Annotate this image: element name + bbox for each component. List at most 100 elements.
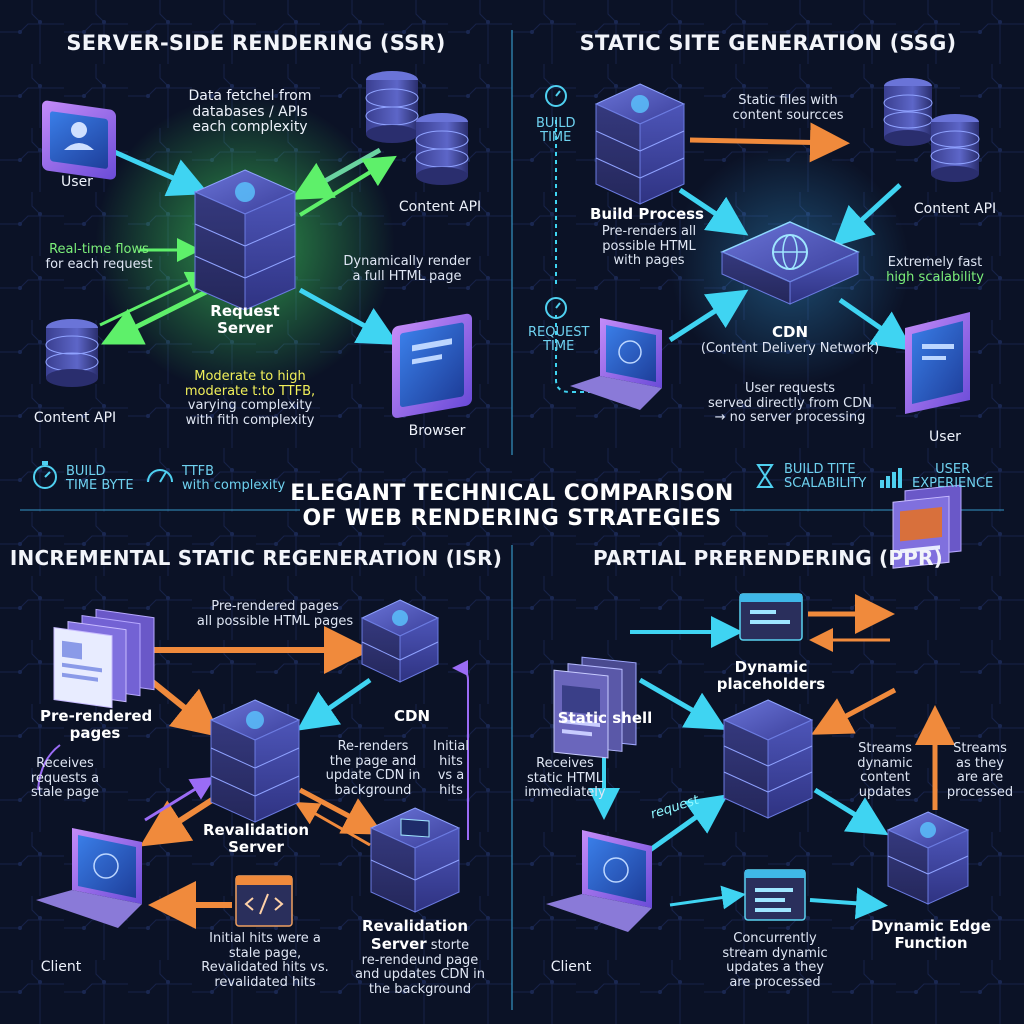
- ppr-placeholder-window: [739, 593, 803, 641]
- ppr-static-shell-label: Static shell: [557, 709, 653, 727]
- ppr-arrow-stream-edge: [809, 887, 888, 920]
- ssg-request-time-line-1: REQUEST: [528, 325, 590, 340]
- ssg-build-time: BUILD TIME: [536, 116, 576, 146]
- ssr-content-api-right: Content API: [398, 199, 482, 215]
- ssr-browser-monitor: [392, 313, 472, 418]
- ppr-streams-as-line-4: processed: [946, 784, 1014, 800]
- isr-revalidation-desc-line-2: re-rendeund page: [361, 952, 479, 968]
- ssg-timeline: [555, 120, 590, 393]
- isr-rerenders-text: Re-renders the page and update CDN in ba…: [318, 739, 428, 798]
- isr-revalidation-desc-word: storte: [430, 938, 470, 953]
- ssr-footer-build-line-1: BUILD: [66, 464, 106, 479]
- ssr-data-fetch-line-1: Data fetchel from: [188, 88, 312, 104]
- ppr-heading: PARTIAL PRERENDERING (PPR): [592, 546, 943, 570]
- ssg-arrow-build-cdn: [678, 187, 749, 236]
- isr-prerendered-pages-line-2: pages: [69, 723, 121, 742]
- ppr-output-pages: [892, 484, 962, 569]
- isr-rerenders-line-3: update CDN in: [325, 768, 421, 784]
- ssr-browser-label: Browser: [408, 423, 466, 439]
- ssg-footer-ux-line-2: EXPERIENCE: [912, 476, 994, 492]
- ssr-data-fetch-text: Data fetchel from databases / APIs each …: [180, 88, 320, 136]
- isr-rerenders-line-4: background: [334, 782, 412, 798]
- ppr-streams-as-line-3: are are: [956, 770, 1004, 786]
- isr-arrow-server-client: [139, 797, 214, 847]
- isr-client-label: Client: [40, 959, 82, 975]
- ssr-dynamic-line-1: Dynamically render: [343, 254, 471, 269]
- ppr-edge-server: [886, 811, 970, 905]
- isr-prerendered-top-line-1: Pre-rendered pages: [211, 599, 339, 614]
- ppr-edge-line-2: Function: [894, 933, 968, 952]
- ppr-central-server: [722, 699, 814, 819]
- ssg-fast-line-1: Extremely fast: [887, 255, 983, 270]
- isr-revalidation-server-2: [369, 807, 461, 913]
- ppr-dynamic-placeholders-line-1: Dynamic: [734, 658, 808, 676]
- ppr-concurrently-line-2: stream dynamic: [722, 945, 828, 961]
- ppr-edge-line-1: Dynamic Edge: [871, 917, 991, 935]
- isr-heading: INCREMENTAL STATIC REGENERATION (ISR): [9, 546, 503, 570]
- ssr-data-fetch-line-2: databases / APIs: [192, 103, 308, 120]
- isr-receives-text: Receives requests a stale page: [20, 756, 110, 801]
- isr-revalidation-server-label: Revalidation Server: [196, 822, 316, 856]
- ssr-user-label: User: [61, 174, 93, 190]
- isr-arrow-loop: [452, 660, 469, 840]
- ssg-user-monitor: [905, 312, 970, 414]
- ppr-streams-as-text: Streams as they are are processed: [940, 741, 1020, 800]
- isr-arrow-pages-server: [148, 677, 222, 738]
- ppr-streams-dynamic-line-4: updates: [858, 784, 912, 800]
- ssr-moderate-text: Moderate to high moderate t:to TTFB, var…: [170, 369, 330, 428]
- ssg-laptop: [570, 318, 662, 410]
- ppr-streams-dynamic-text: Streams dynamic content updates: [848, 741, 922, 800]
- isr-revalidation-server: [209, 699, 301, 823]
- ssr-realtime-line-2: for each request: [45, 256, 153, 272]
- ssr-footer-ttfb-line-1: TTFB: [182, 464, 215, 479]
- ppr-static-shell-pages: [553, 656, 637, 759]
- ssg-arrow-build-api: [689, 122, 850, 163]
- ssg-request-time-line-2: TIME: [543, 339, 575, 355]
- ppr-concurrently-line-3: updates a they: [726, 960, 824, 976]
- ssg-user-requests-line-3: → no server processing: [714, 410, 866, 426]
- ssr-stopwatch-icon: [33, 461, 57, 489]
- ppr-client-label: Client: [550, 959, 592, 975]
- ssr-dynamic-text: Dynamically render a full HTML page: [332, 254, 482, 284]
- ppr-receives-text: Receives static HTML immediately: [520, 756, 610, 801]
- ssr-footer-ttfb-line-2: with complexity: [182, 478, 286, 494]
- ssr-user-monitor: [42, 100, 116, 180]
- ssg-arrow-laptop-cdn: [668, 289, 749, 343]
- ssg-footer-ux: USER EXPERIENCE: [912, 462, 994, 492]
- ssg-database-stack-2: [930, 114, 980, 182]
- isr-receives-line-3: stale page: [30, 785, 100, 801]
- ssg-content-api-label: Content API: [913, 201, 997, 217]
- ssr-footer-build-line-2: TIME BYTE: [66, 478, 134, 494]
- isr-initial-hits-line-4: hits: [439, 782, 463, 798]
- ssr-heading: SERVER-SIDE RENDERING (SSR): [66, 31, 446, 55]
- ssg-footer-build-line-2: SCALABILITY: [784, 476, 867, 492]
- ppr-streams-dynamic-line-2: dynamic: [857, 755, 913, 771]
- ppr-streams-as-line-2: as they: [956, 755, 1004, 771]
- isr-code-file-icon: [235, 875, 293, 927]
- isr-revalidation-server-2-line-1: Revalidation: [361, 917, 469, 935]
- isr-initial-stale-line-4: revalidated hits: [214, 974, 316, 990]
- ssg-fast-line-2: high scalability: [886, 269, 984, 285]
- ppr-receives-line-3: immediately: [524, 785, 606, 801]
- main-title: ELEGANT TECHNICAL COMPARISON OF WEB REND…: [212, 481, 812, 531]
- ssr-moderate-line-1: Moderate to high: [194, 369, 306, 384]
- ppr-streams-as-line-1: Streams: [953, 741, 1007, 756]
- isr-rerenders-line-2: the page and: [329, 753, 417, 769]
- isr-arrow-left: [37, 744, 61, 791]
- ssr-arrow-contentapi-server: [99, 271, 211, 327]
- ssg-cdn-full-label: (Content Delivery Network): [700, 341, 880, 356]
- ppr-concurrently-line-4: are processed: [729, 974, 821, 990]
- isr-initial-stale-line-1: Initial hits were a: [209, 931, 321, 946]
- ssr-request-server: [193, 169, 297, 311]
- ssr-moderate-line-3: varying complexity: [187, 398, 313, 414]
- isr-revalidation-desc: Server storte re-rendeund page and updat…: [340, 936, 500, 997]
- ssg-build-stopwatch-icon: [545, 85, 567, 107]
- isr-prerendered-pages-line-1: Pre-rendered: [40, 707, 153, 725]
- ssg-user-requests-line-2: served directly from CDN: [708, 395, 872, 411]
- isr-revalidation-desc-line-3: and updates CDN in: [354, 967, 486, 983]
- isr-client-laptop: [36, 828, 142, 928]
- ssg-build-process-label: Build Process: [590, 205, 704, 223]
- ssr-footer-build: BUILD TIME BYTE: [66, 464, 134, 494]
- ssr-moderate-line-4: with fith complexity: [185, 412, 315, 428]
